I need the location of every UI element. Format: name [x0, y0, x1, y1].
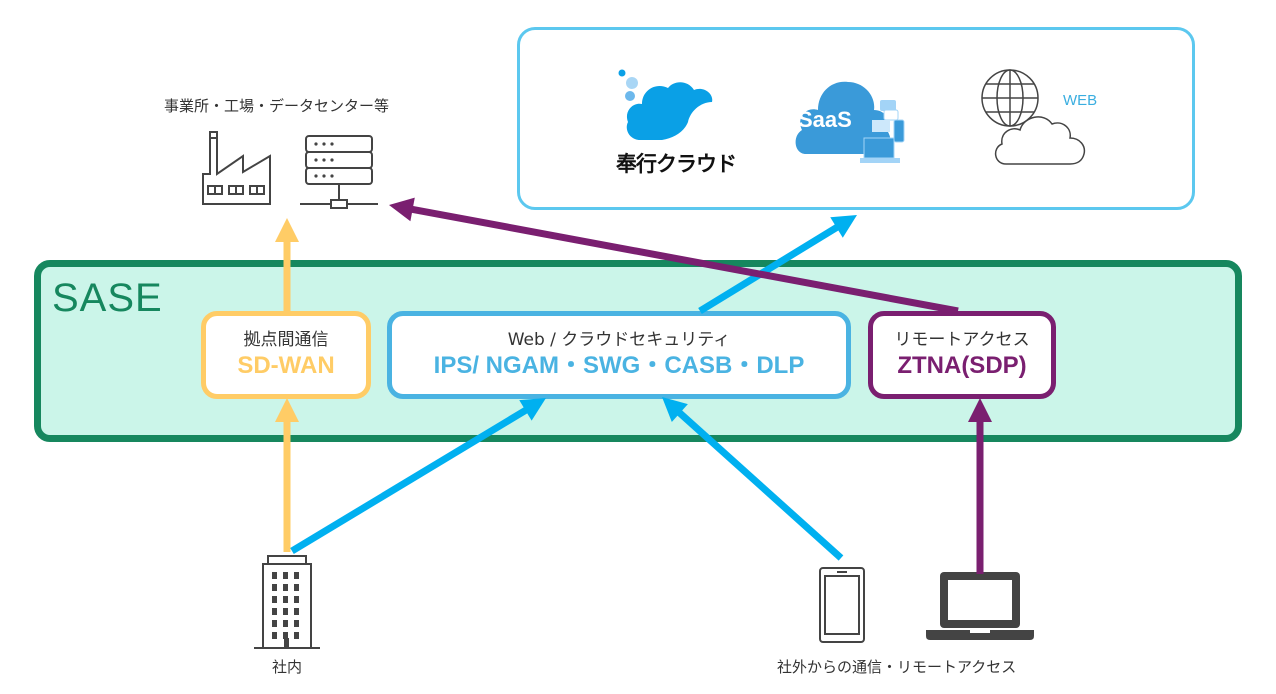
building-window	[294, 596, 299, 603]
building-window	[283, 620, 288, 627]
building-door	[284, 638, 289, 648]
saas-cloud: SaaS	[792, 68, 912, 168]
bugyo-cloud-logo	[612, 68, 732, 178]
laptop	[924, 570, 1036, 642]
arrow-ztna-to-server-head	[389, 197, 415, 222]
service-ztna-main: ZTNA(SDP)	[897, 352, 1027, 379]
server	[300, 134, 380, 214]
service-web-main: IPS/ NGAM・SWG・CASB・DLP	[433, 352, 805, 379]
service-web-security[interactable]: Web / クラウドセキュリティ IPS/ NGAM・SWG・CASB・DLP	[387, 311, 851, 399]
service-sdwan-main: SD-WAN	[237, 352, 335, 379]
service-web-subtitle: Web / クラウドセキュリティ	[507, 330, 731, 350]
server-icon	[300, 135, 378, 209]
factory	[198, 128, 276, 206]
building-window	[272, 620, 277, 627]
service-ztna[interactable]: リモートアクセス ZTNA(SDP)	[868, 311, 1056, 399]
building-window	[272, 572, 277, 579]
building-window	[283, 596, 288, 603]
building-window	[272, 608, 277, 615]
building-window	[294, 620, 299, 627]
building-window	[272, 584, 277, 591]
service-sdwan[interactable]: 拠点間通信 SD-WAN	[201, 311, 371, 399]
building-window	[272, 596, 277, 603]
facility-title: 事業所・工場・データセンター等	[164, 97, 390, 115]
office-label: 社内	[272, 658, 303, 676]
building-window	[272, 632, 277, 639]
remote-access-label: 社外からの通信・リモートアクセス	[777, 658, 1017, 676]
laptop-icon	[926, 572, 1034, 640]
cloud-icon	[618, 69, 713, 140]
service-sdwan-subtitle: 拠点間通信	[243, 330, 329, 350]
saas-cloud-icon: SaaS	[795, 81, 905, 163]
building-window	[283, 572, 288, 579]
service-ztna-subtitle: リモートアクセス	[894, 330, 1030, 350]
building-window	[294, 608, 299, 615]
arrow-web-to-cloud-head	[830, 215, 857, 238]
globe-cloud-icon	[981, 69, 1086, 165]
building-window	[283, 608, 288, 615]
smartphone	[818, 566, 866, 644]
factory-icon	[202, 131, 271, 205]
web-globe-cloud	[980, 66, 1100, 170]
bugyo-cloud-label: 奉行クラウド	[616, 152, 737, 176]
building-window	[294, 584, 299, 591]
svg-text:SaaS: SaaS	[798, 107, 852, 132]
building-window	[283, 632, 288, 639]
building-window	[283, 584, 288, 591]
building-icon	[254, 555, 320, 649]
building-window	[294, 572, 299, 579]
sase-title: SASE	[52, 276, 163, 320]
office-building	[254, 554, 320, 654]
web-label: WEB	[1063, 92, 1098, 109]
arrow-sdwan-to-facility-head	[275, 218, 299, 242]
smartphone-icon	[819, 567, 865, 643]
building-window	[294, 632, 299, 639]
